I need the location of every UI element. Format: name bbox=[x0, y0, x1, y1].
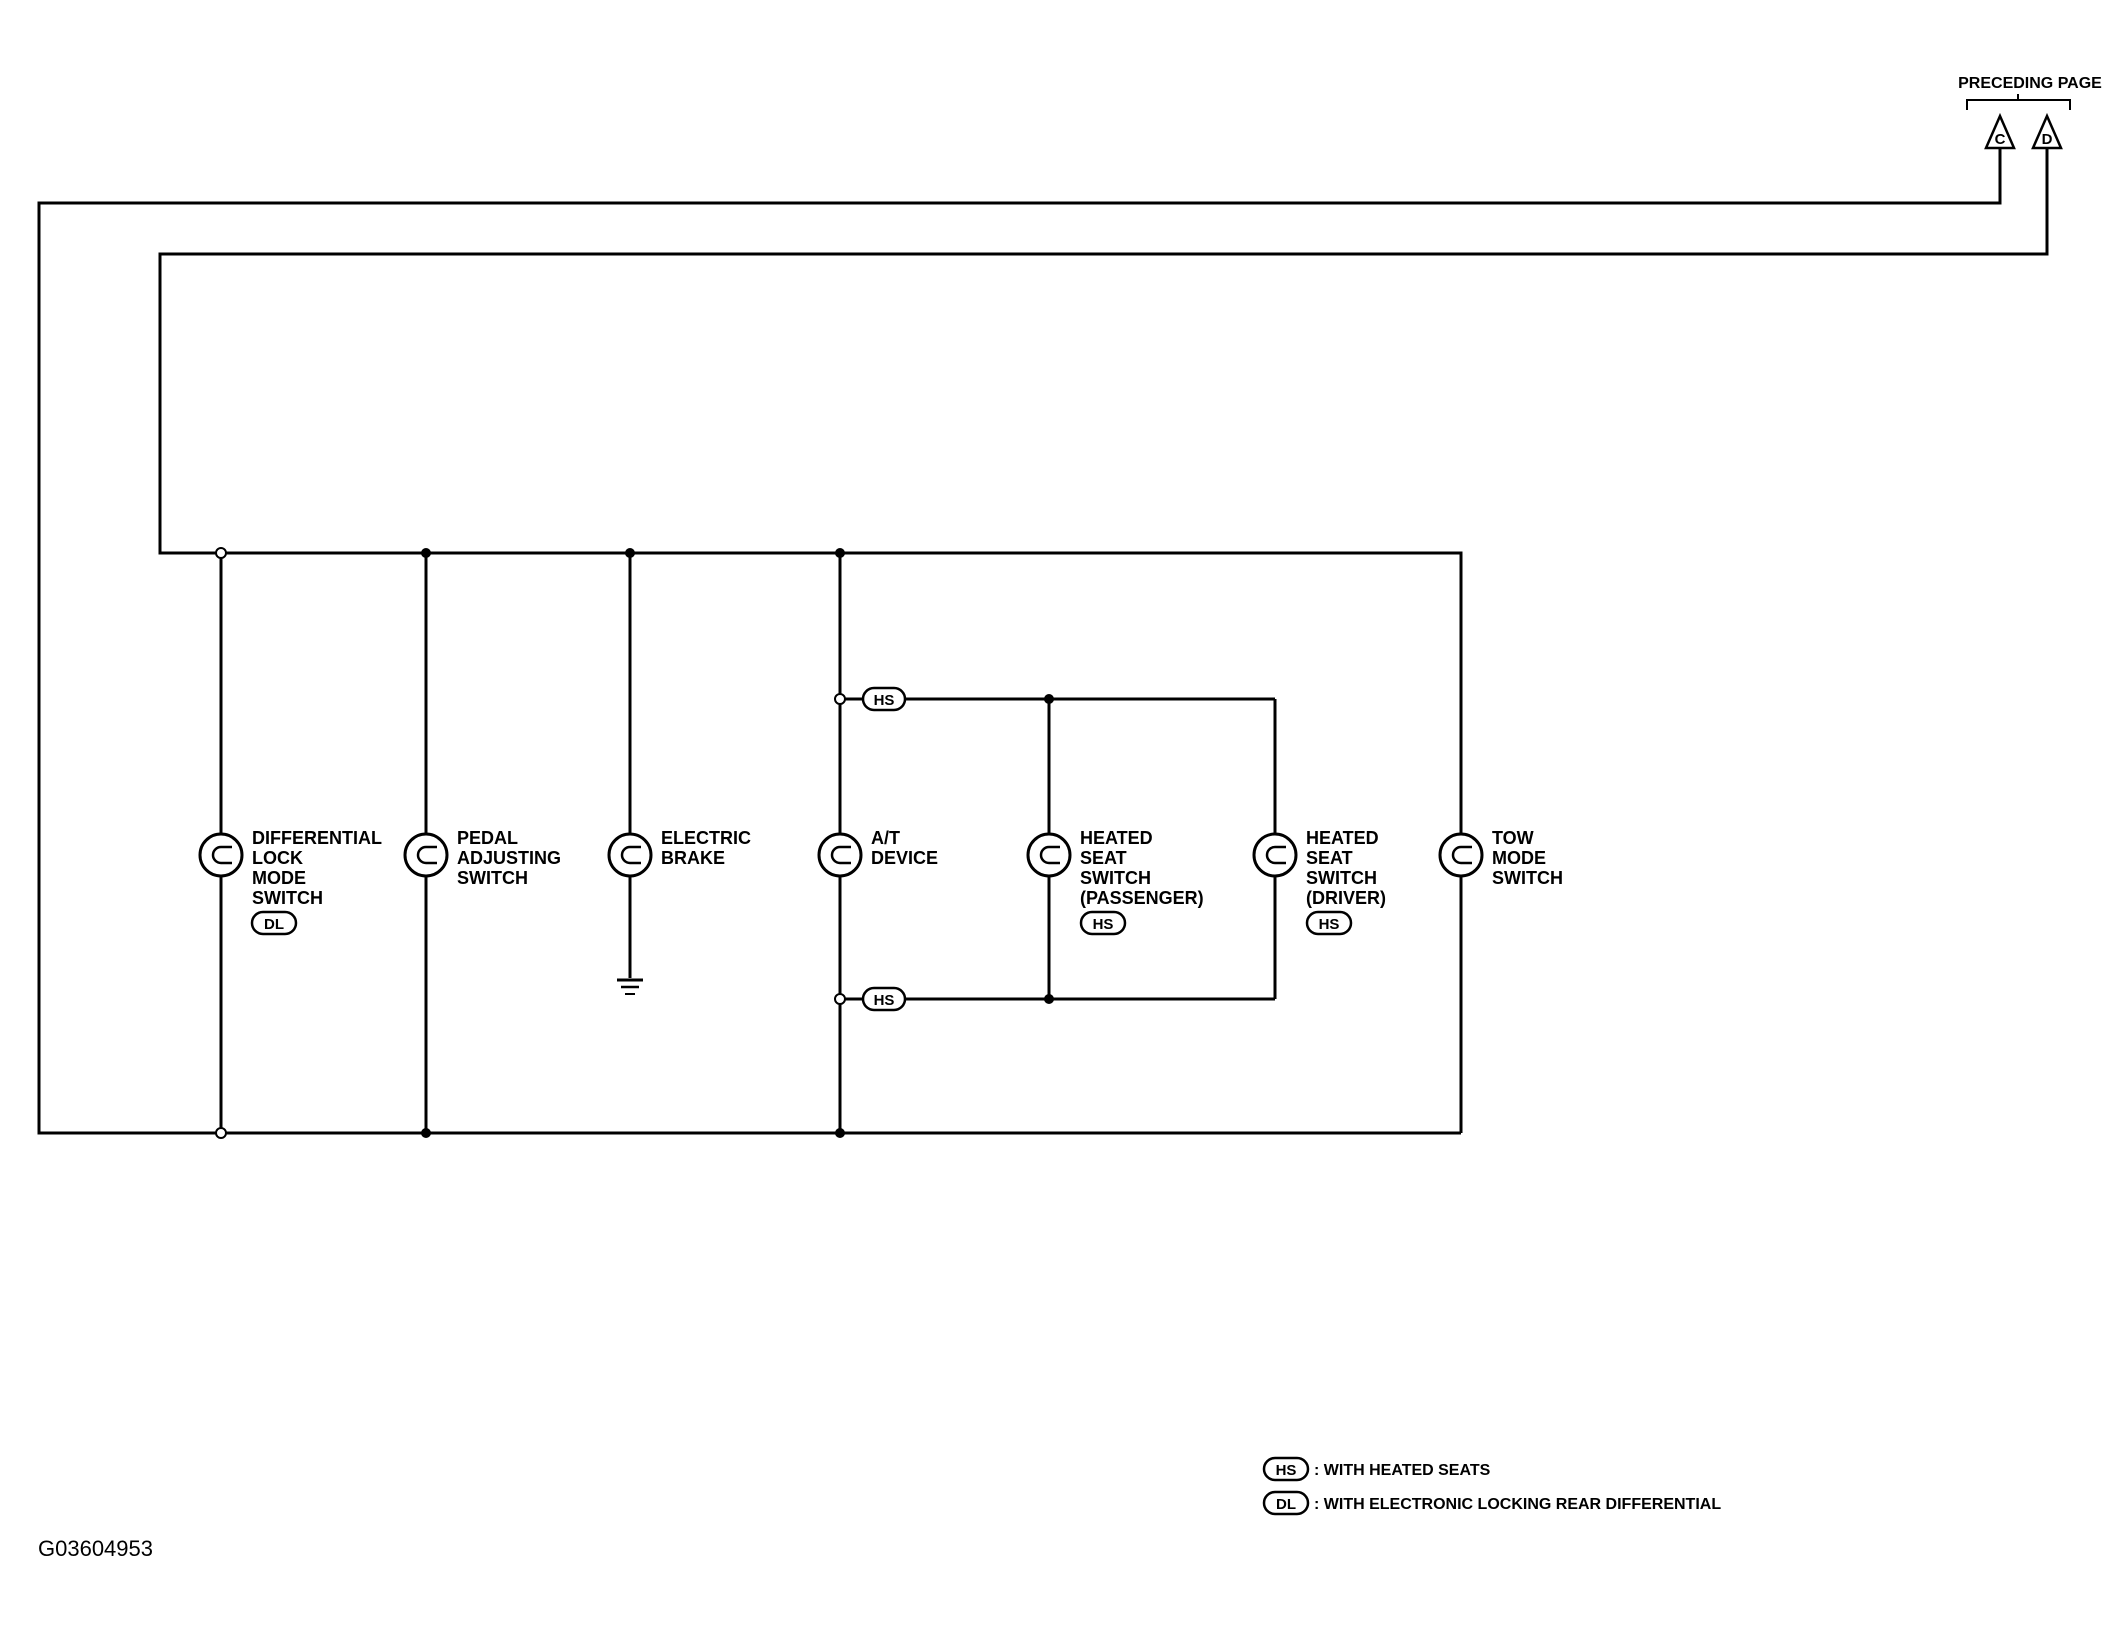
svg-text:HEATED: HEATED bbox=[1306, 828, 1379, 848]
svg-text:: WITH HEATED SEATS: : WITH HEATED SEATS bbox=[1314, 1462, 1491, 1479]
wire-d bbox=[158, 148, 2049, 1133]
tag-hs: HS bbox=[1093, 916, 1114, 933]
junction-pedal-bottom bbox=[421, 1128, 431, 1138]
connector-d-label: D bbox=[2042, 131, 2053, 148]
svg-text:DEVICE: DEVICE bbox=[871, 848, 938, 868]
junction-open-hs-upper bbox=[834, 693, 846, 705]
svg-text:(DRIVER): (DRIVER) bbox=[1306, 888, 1386, 908]
tag-hs: HS bbox=[1319, 916, 1340, 933]
svg-text:LOCK: LOCK bbox=[252, 848, 303, 868]
svg-text:HS: HS bbox=[874, 992, 895, 1009]
svg-text:DL: DL bbox=[1276, 1496, 1296, 1513]
wire-c bbox=[37, 148, 2002, 1135]
svg-text:BRAKE: BRAKE bbox=[661, 848, 725, 868]
svg-text:TOW: TOW bbox=[1492, 828, 1534, 848]
bulb-icon bbox=[817, 832, 863, 878]
svg-text:SEAT: SEAT bbox=[1080, 848, 1127, 868]
svg-text:SWITCH: SWITCH bbox=[252, 888, 323, 908]
at-device-label: A/T DEVICE bbox=[871, 828, 938, 868]
preceding-page-label: PRECEDING PAGE bbox=[1958, 75, 2102, 92]
heated-seat-switch-driver-label: HEATED SEAT SWITCH (DRIVER) HS bbox=[1305, 828, 1386, 936]
bulb-icon bbox=[607, 832, 653, 878]
legend-item-hs: HS : WITH HEATED SEATS bbox=[1262, 1456, 1491, 1482]
legend-item-dl: DL : WITH ELECTRONIC LOCKING REAR DIFFER… bbox=[1262, 1490, 1721, 1516]
svg-text:SWITCH: SWITCH bbox=[457, 868, 528, 888]
connector-d: D bbox=[2031, 112, 2063, 150]
junction-open-hs-lower bbox=[834, 993, 846, 1005]
bulb-icon bbox=[198, 832, 244, 878]
junction-open-diff-top bbox=[215, 547, 227, 559]
svg-text:(PASSENGER): (PASSENGER) bbox=[1080, 888, 1204, 908]
tag-dl: DL bbox=[264, 916, 284, 933]
junction-hs-passenger-top bbox=[1044, 694, 1054, 704]
junction-open-diff-bottom bbox=[215, 1127, 227, 1139]
legend: HS : WITH HEATED SEATS DL : WITH ELECTRO… bbox=[1262, 1456, 1721, 1516]
connector-c-label: C bbox=[1995, 131, 2006, 148]
diff-lock-mode-switch-label: DIFFERENTIAL LOCK MODE SWITCH DL bbox=[250, 828, 382, 936]
svg-text:SWITCH: SWITCH bbox=[1306, 868, 1377, 888]
bulb-icon bbox=[1252, 832, 1298, 878]
svg-text:SWITCH: SWITCH bbox=[1492, 868, 1563, 888]
junction-at-top bbox=[835, 548, 845, 558]
svg-text:SWITCH: SWITCH bbox=[1080, 868, 1151, 888]
tow-mode-switch-label: TOW MODE SWITCH bbox=[1492, 828, 1563, 888]
bulb-icon bbox=[403, 832, 449, 878]
svg-text:ADJUSTING: ADJUSTING bbox=[457, 848, 561, 868]
junction-at-bottom bbox=[835, 1128, 845, 1138]
heated-seat-switch-passenger-label: HEATED SEAT SWITCH (PASSENGER) HS bbox=[1079, 828, 1204, 936]
bulb-icon bbox=[1438, 832, 1484, 878]
svg-text:A/T: A/T bbox=[871, 828, 900, 848]
junction-hs-passenger-bottom bbox=[1044, 994, 1054, 1004]
pedal-adjusting-switch-label: PEDAL ADJUSTING SWITCH bbox=[457, 828, 561, 888]
svg-text:MODE: MODE bbox=[1492, 848, 1546, 868]
svg-text:ELECTRIC: ELECTRIC bbox=[661, 828, 751, 848]
junction-pedal-top bbox=[421, 548, 431, 558]
bulb-icon bbox=[1026, 832, 1072, 878]
svg-text:PEDAL: PEDAL bbox=[457, 828, 518, 848]
connector-bracket bbox=[1966, 94, 2071, 110]
ground-icon bbox=[617, 978, 643, 995]
splice-tag-hs-upper: HS bbox=[861, 686, 907, 712]
electric-brake-label: ELECTRIC BRAKE bbox=[661, 828, 751, 868]
svg-text:DIFFERENTIAL: DIFFERENTIAL bbox=[252, 828, 382, 848]
svg-text:HEATED: HEATED bbox=[1080, 828, 1153, 848]
connector-c: C bbox=[1984, 112, 2016, 150]
svg-text:MODE: MODE bbox=[252, 868, 306, 888]
junction-brake-top bbox=[625, 548, 635, 558]
svg-text:HS: HS bbox=[874, 692, 895, 709]
splice-tag-hs-lower: HS bbox=[861, 986, 907, 1012]
svg-text:HS: HS bbox=[1276, 1462, 1297, 1479]
svg-text:SEAT: SEAT bbox=[1306, 848, 1353, 868]
svg-text:: WITH ELECTRONIC LOCKING REAR: : WITH ELECTRONIC LOCKING REAR DIFFERENT… bbox=[1314, 1496, 1721, 1513]
figure-id: G03604953 bbox=[38, 1536, 153, 1561]
